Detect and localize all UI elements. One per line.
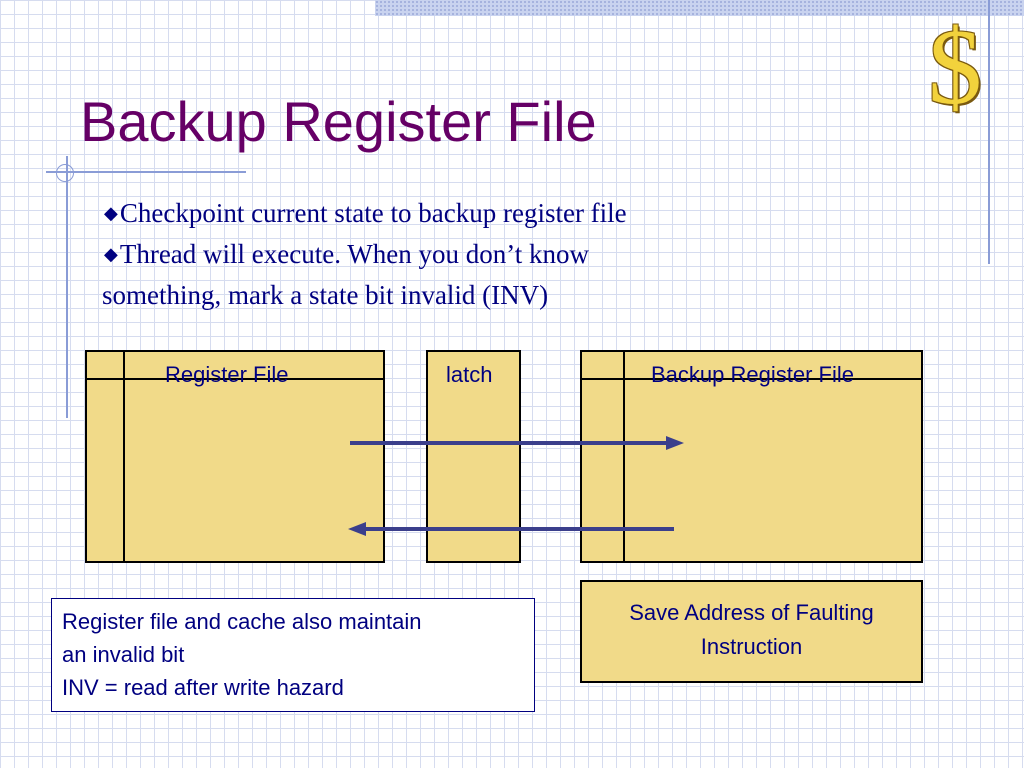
register-file-box: Register File <box>85 350 385 563</box>
note-line: INV = read after write hazard <box>62 675 344 700</box>
bullet-item: ◆Checkpoint current state to backup regi… <box>104 194 804 235</box>
latch-label: latch <box>446 362 493 387</box>
note-line: Register file and cache also maintain <box>62 609 422 634</box>
arrow-right-icon <box>350 436 684 450</box>
bullet-item: ◆Thread will execute. When you don’t kno… <box>104 235 804 276</box>
backup-register-file-column-divider <box>623 352 625 561</box>
left-horizontal-rule <box>46 171 246 173</box>
left-vertical-rule <box>66 156 68 418</box>
bullet-text: Thread will execute. When you don’t know <box>119 239 589 269</box>
register-file-label: Register File <box>165 362 289 387</box>
slide-title: Backup Register File <box>80 90 597 153</box>
diamond-bullet-icon: ◆ <box>104 203 118 223</box>
top-decorative-band <box>375 0 1024 16</box>
save-address-line: Instruction <box>700 634 803 659</box>
bullet-list: ◆Checkpoint current state to backup regi… <box>102 194 804 314</box>
save-address-line: Save Address of Faulting <box>629 600 874 625</box>
backup-register-file-label: Backup Register File <box>651 362 854 387</box>
bullet-continuation: something, mark a state bit invalid (INV… <box>102 280 549 310</box>
bullet-text: Checkpoint current state to backup regis… <box>119 198 627 228</box>
right-vertical-rule <box>988 0 990 264</box>
invalid-bit-note-box: Register file and cache also maintain an… <box>51 598 535 712</box>
dollar-sign-icon: $ <box>928 8 982 127</box>
save-address-box: Save Address of Faulting Instruction <box>580 580 923 683</box>
backup-register-file-header-divider <box>582 378 921 380</box>
diamond-bullet-icon: ◆ <box>104 244 118 264</box>
register-file-column-divider <box>123 352 125 561</box>
arrow-left-icon <box>348 522 674 536</box>
corner-circle-ornament <box>56 164 74 182</box>
register-file-header-divider <box>87 378 383 380</box>
note-line: an invalid bit <box>62 642 185 667</box>
